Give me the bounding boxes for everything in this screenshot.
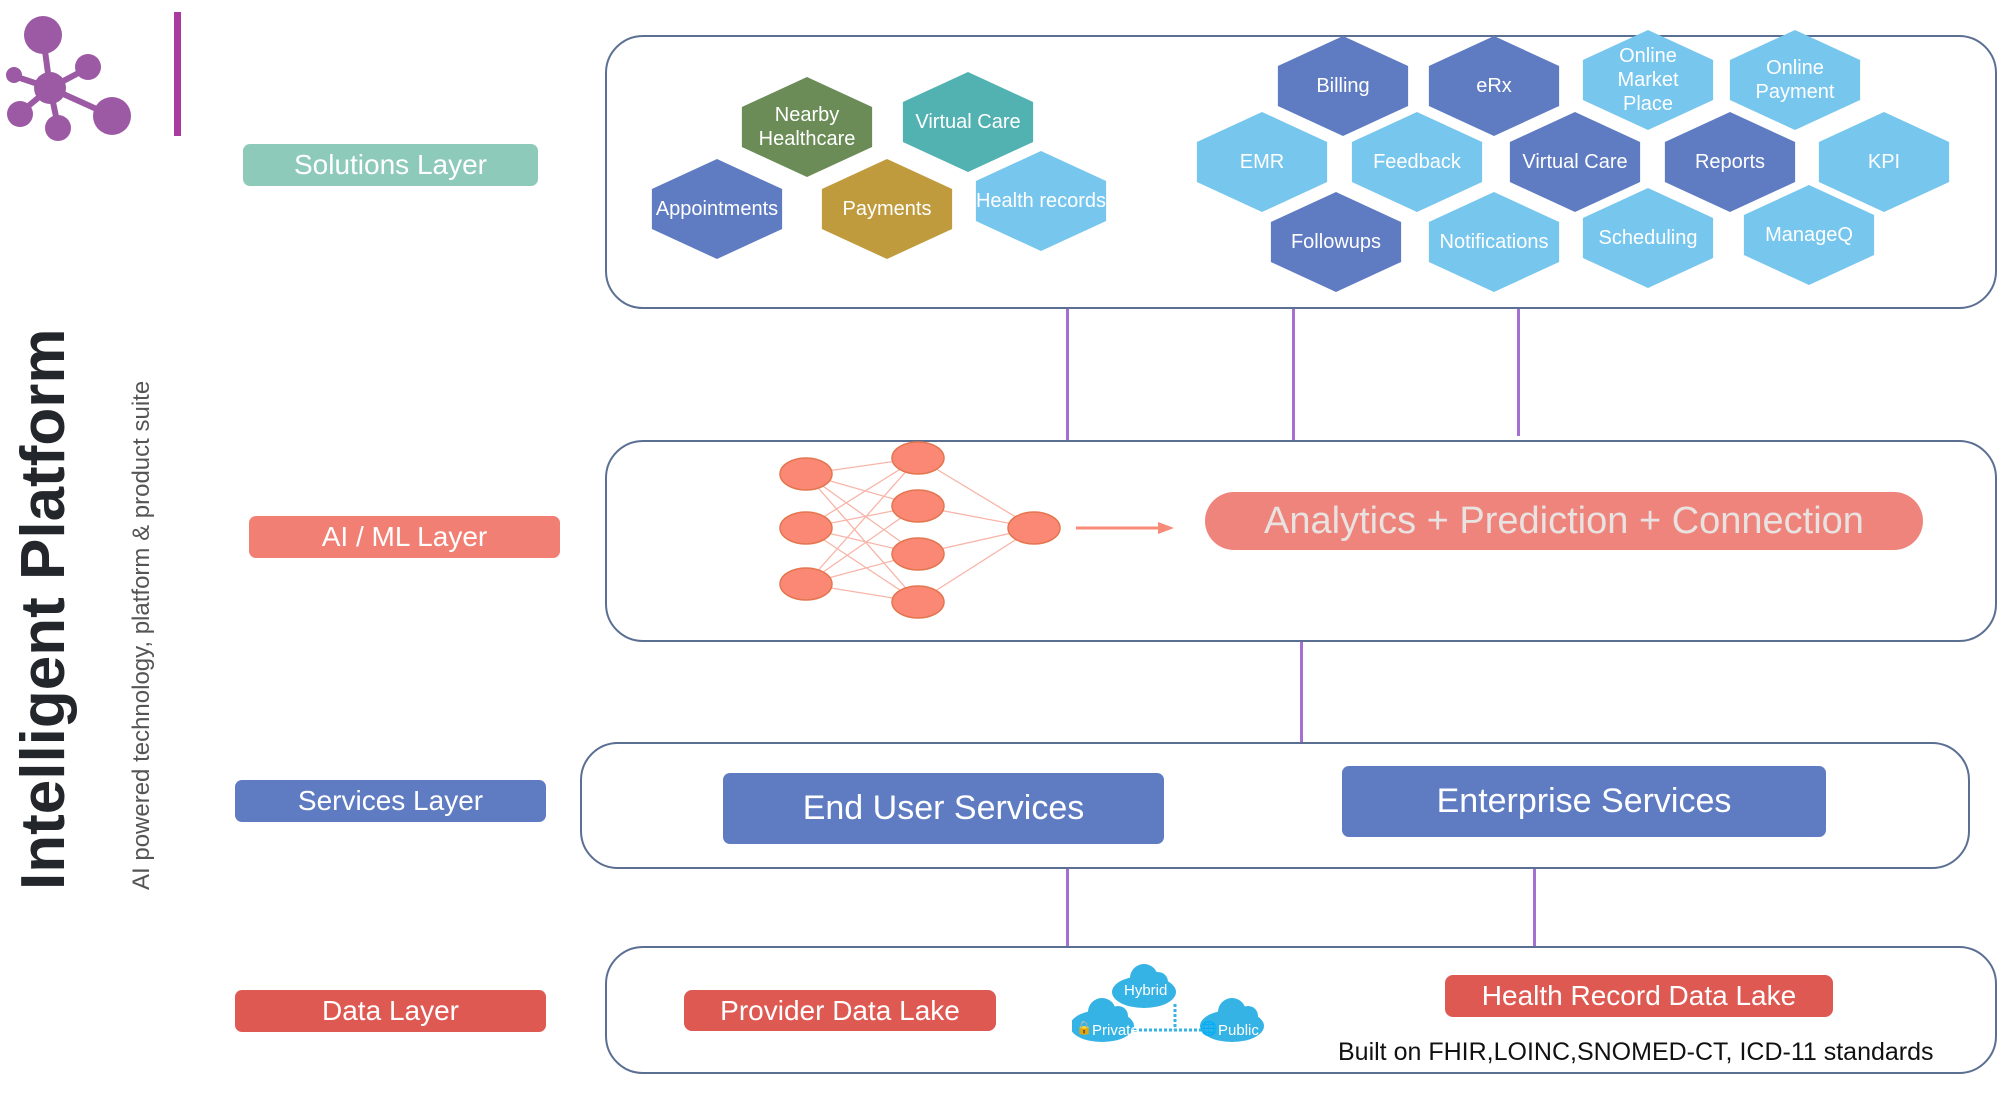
connector-solutions-aiml-3 [1517, 298, 1520, 436]
health-record-data-lake[interactable]: Health Record Data Lake [1445, 975, 1833, 1017]
analytics-banner: Analytics + Prediction + Connection [1205, 492, 1923, 550]
lock-icon: 🔒 [1076, 1020, 1093, 1035]
connector-services-data-1 [1066, 868, 1069, 960]
services-layer-label: Services Layer [235, 780, 546, 822]
nn-hidden-node [891, 537, 945, 571]
connector-aiml-services [1300, 640, 1303, 744]
connector-services-data-2 [1533, 868, 1536, 960]
page-title: Intelligent Platform [9, 328, 78, 890]
cloud-private-label: Private [1092, 1022, 1139, 1039]
enterprise-services-button[interactable]: Enterprise Services [1342, 766, 1826, 837]
nn-input-node [779, 457, 833, 491]
aiml-layer-label: AI / ML Layer [249, 516, 560, 558]
nn-output-node [1007, 511, 1061, 545]
nn-hidden-node [891, 489, 945, 523]
molecule-network-icon [6, 16, 131, 141]
connector-solutions-aiml-1 [1066, 305, 1069, 443]
arrow-right-icon [1076, 522, 1174, 534]
neural-network-icon [779, 441, 1174, 619]
page-subtitle: AI powered technology, platform & produc… [128, 380, 155, 890]
nn-hidden-node [891, 441, 945, 475]
cloud-public-label: Public [1218, 1022, 1259, 1039]
nn-input-node [779, 567, 833, 601]
cloud-deployment-diagram: Hybrid 🔒 Private 🌐 Public [1072, 964, 1282, 1046]
data-layer-label: Data Layer [235, 990, 546, 1032]
standards-note: Built on FHIR,LOINC,SNOMED-CT, ICD-11 st… [1338, 1038, 1934, 1066]
accent-bar [174, 12, 181, 136]
solutions-layer-label: Solutions Layer [243, 144, 538, 186]
provider-data-lake[interactable]: Provider Data Lake [684, 990, 996, 1031]
nn-input-node [779, 511, 833, 545]
cloud-hybrid-label: Hybrid [1124, 982, 1168, 999]
cloud-icon [1072, 964, 1264, 1042]
nn-hidden-node [891, 585, 945, 619]
end-user-services-button[interactable]: End User Services [723, 773, 1164, 844]
globe-icon: 🌐 [1200, 1020, 1218, 1036]
connector-solutions-aiml-2 [1292, 305, 1295, 443]
